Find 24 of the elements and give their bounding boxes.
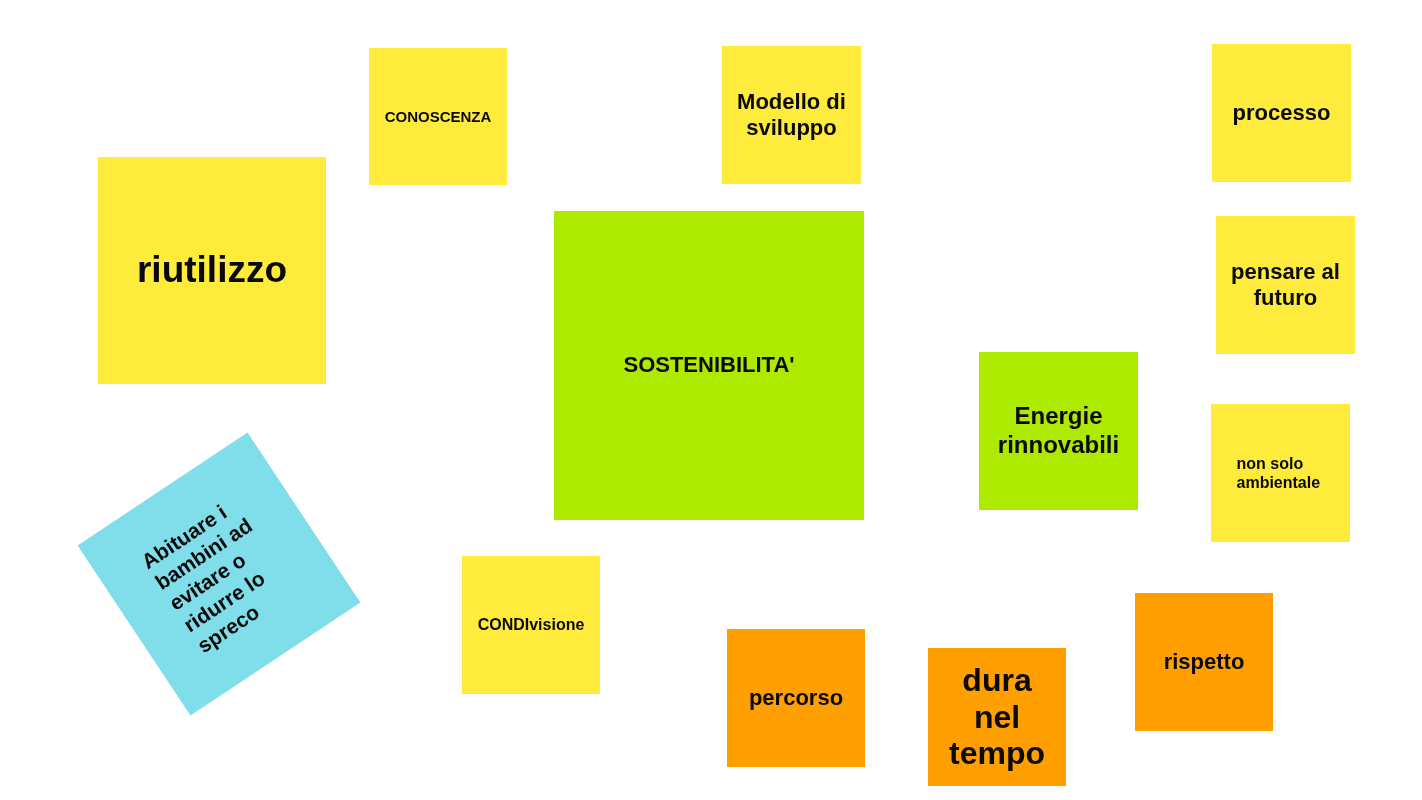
sticky-note <box>462 556 600 694</box>
sticky-note <box>1216 216 1355 354</box>
note-text: dura nel tempo <box>948 662 1046 772</box>
sticky-note <box>98 157 326 384</box>
sticky-note <box>1211 404 1350 542</box>
sticky-note <box>369 48 507 185</box>
note-text: CONDIvisione <box>477 615 585 635</box>
sticky-note <box>979 352 1138 510</box>
note-text: non solo ambientale <box>1236 453 1322 493</box>
note-text: percorso <box>748 684 844 712</box>
sticky-note <box>928 648 1066 786</box>
sticky-note <box>1135 593 1273 731</box>
sticky-note <box>1212 44 1351 182</box>
sticky-note <box>554 211 864 520</box>
sticky-note <box>722 46 861 184</box>
note-text: rispetto <box>1163 648 1245 676</box>
sticky-note <box>727 629 865 767</box>
note-text: Energie rinnovabili <box>996 402 1121 460</box>
note-text: processo <box>1232 99 1331 127</box>
note-text: CONOSCENZA <box>384 107 492 126</box>
note-text: Modello di sviluppo <box>736 88 847 142</box>
note-text: pensare al futuro <box>1230 258 1341 312</box>
note-text: riutilizzo <box>136 248 287 293</box>
note-text: SOSTENIBILITA' <box>623 352 795 379</box>
